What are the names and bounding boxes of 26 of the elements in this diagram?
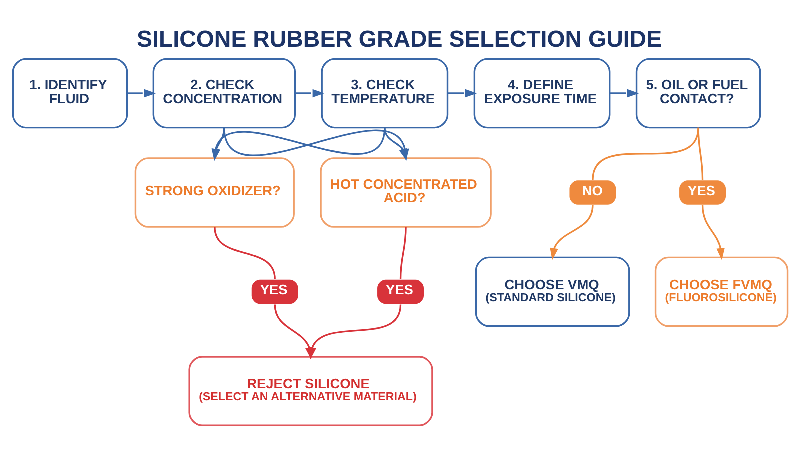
arrow: [308, 304, 402, 359]
arrow: [384, 127, 407, 160]
node-box: 5. OIL OR FUEL CONTACT?: [635, 58, 761, 128]
node-box: HOT CONCENTRATED ACID?: [320, 157, 492, 228]
arrow: [294, 88, 324, 98]
arrow: [550, 204, 594, 260]
node-box: 2. CHECK CONCENTRATION: [152, 58, 296, 128]
node-box: 3. CHECK TEMPERATURE: [320, 58, 448, 128]
diagram-title: SILICONE RUBBER GRADE SELECTION GUIDE: [136, 26, 662, 52]
node-box: YES: [377, 279, 424, 304]
node-box: CHOOSE FVMQ (FLUOROSILICONE): [654, 256, 788, 327]
node-box: CHOOSE VMQ (STANDARD SILICONE): [474, 256, 630, 327]
arrow: [447, 88, 477, 98]
node-box: YES: [251, 279, 298, 304]
arrow: [609, 88, 639, 98]
node-box: REJECT SILICONE (SELECT AN ALTERNATIVE MATERIAL): [188, 356, 433, 426]
connector: [214, 226, 276, 279]
node-box: YES: [679, 180, 726, 204]
node-box: STRONG OXIDIZER?: [134, 157, 294, 228]
connector: [697, 127, 704, 180]
node-box: NO: [569, 180, 616, 204]
connector: [399, 226, 406, 279]
node-box: 4. DEFINE EXPOSURE TIME: [473, 58, 610, 128]
arrow: [126, 88, 156, 98]
arrow: [701, 204, 724, 260]
node-box: 1. IDENTIFY FLUID: [12, 58, 128, 128]
